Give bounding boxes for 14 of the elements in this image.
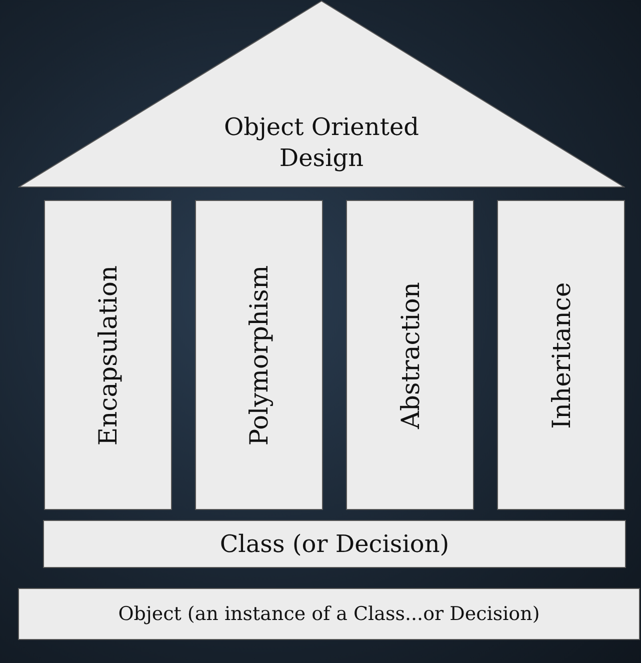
foundation-bar: [43, 520, 626, 568]
pillar-box: [497, 200, 625, 510]
pillar-box: [44, 200, 172, 510]
pillar-label: Encapsulation: [94, 264, 122, 446]
pillar-box: [346, 200, 474, 510]
bar-label: Class (or Decision): [220, 530, 450, 558]
pillar-label: Polymorphism: [244, 264, 274, 446]
pillar-box: [195, 200, 323, 510]
bar-label: Object (an instance of a Class...or Decision): [118, 603, 540, 625]
foundation-bar: [18, 588, 640, 640]
roof-triangle: [18, 0, 625, 188]
pillar-label: Inheritance: [546, 282, 576, 428]
pillar-label: Abstraction: [396, 282, 424, 428]
roof-title: Object Oriented Design: [222, 112, 420, 174]
